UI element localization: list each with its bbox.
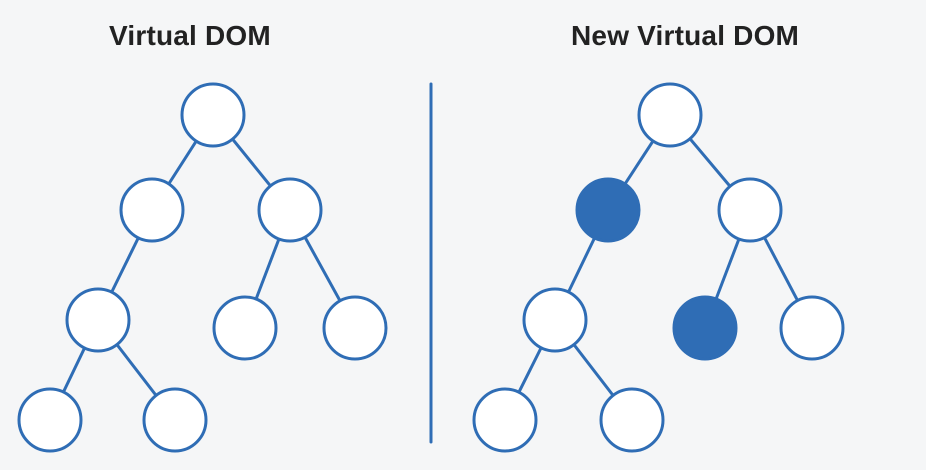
new-virtual-dom-node-root — [637, 82, 703, 148]
virtual-dom-node-llr3 — [142, 387, 208, 453]
new-virtual-dom-node-l1-changed — [575, 177, 641, 243]
new-virtual-dom-node-llr3 — [599, 387, 665, 453]
virtual-dom-tree — [17, 82, 388, 453]
new-virtual-dom-node-rl2-changed — [672, 295, 738, 361]
new-virtual-dom-node-lll3 — [472, 387, 538, 453]
new-virtual-dom-node-r1 — [717, 177, 783, 243]
virtual-dom-node-ll2 — [65, 287, 131, 353]
virtual-dom-title: Virtual DOM — [109, 20, 271, 51]
new-virtual-dom-tree — [472, 82, 845, 453]
virtual-dom-node-root — [180, 82, 246, 148]
virtual-dom-node-rl2 — [212, 295, 278, 361]
virtual-dom-node-rr2 — [322, 295, 388, 361]
new-virtual-dom-title: New Virtual DOM — [571, 20, 800, 51]
new-virtual-dom-node-ll2 — [522, 287, 588, 353]
virtual-dom-node-r1 — [257, 177, 323, 243]
new-virtual-dom-node-rr2 — [779, 295, 845, 361]
virtual-dom-node-lll3 — [17, 387, 83, 453]
virtual-dom-node-l1 — [119, 177, 185, 243]
